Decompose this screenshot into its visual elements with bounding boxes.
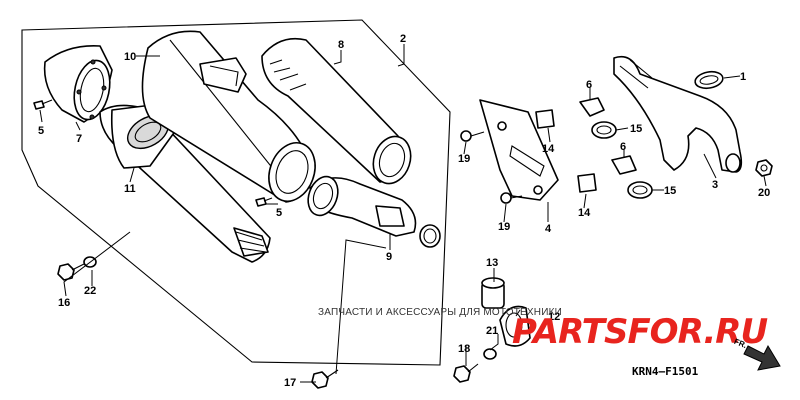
label-part-4: 4 — [545, 223, 552, 235]
part-16-bolt[interactable] — [57, 263, 85, 281]
part-18-bolt[interactable] — [453, 363, 479, 383]
label-part-22: 22 — [84, 285, 96, 297]
label-part-6a: 6 — [586, 79, 592, 91]
label-part-12: 12 — [548, 311, 560, 323]
leader-lines — [39, 44, 767, 383]
part-13-gasket[interactable] — [481, 277, 505, 309]
label-part-1: 1 — [740, 71, 746, 83]
label-part-19a: 19 — [458, 153, 470, 165]
part-19-bolt-lower[interactable] — [500, 192, 523, 204]
part-14-collar-upper[interactable] — [535, 109, 555, 129]
part-15-clamp-lower[interactable] — [627, 181, 653, 199]
part-7-end-cap[interactable] — [43, 45, 115, 123]
label-part-5b: 5 — [276, 207, 282, 219]
part-15-clamp-upper[interactable] — [591, 121, 617, 139]
part-6-bracket-upper[interactable] — [579, 97, 605, 117]
watermark-tagline: ЗАПЧАСТИ И АКСЕССУАРЫ ДЛЯ МОТОТЕХНИКИ — [318, 307, 563, 318]
part-6-bracket-lower[interactable] — [611, 155, 637, 175]
part-14-collar-lower[interactable] — [577, 173, 597, 193]
label-part-21: 21 — [486, 325, 498, 337]
part-4-heat-shield[interactable] — [479, 99, 559, 201]
part-12-band[interactable] — [499, 305, 531, 347]
label-part-9: 9 — [386, 251, 392, 263]
label-part-18: 18 — [458, 343, 470, 355]
part-5-bolt-lower[interactable] — [255, 197, 273, 207]
part-3-header-pipe[interactable] — [613, 55, 743, 173]
label-part-2: 2 — [400, 33, 406, 45]
label-part-5a: 5 — [38, 125, 44, 137]
label-part-20: 20 — [758, 187, 770, 199]
part-20-nut[interactable] — [755, 159, 773, 177]
part-5-bolt-upper[interactable] — [33, 99, 53, 110]
label-part-14b: 14 — [578, 207, 591, 219]
label-part-15a: 15 — [630, 123, 642, 135]
label-part-11: 11 — [124, 183, 136, 195]
part-10-muffler-body[interactable] — [141, 30, 322, 207]
front-arrow-icon — [743, 344, 781, 371]
part-9-joint-pipe[interactable] — [303, 172, 441, 248]
part-19-bolt-upper[interactable] — [460, 130, 485, 142]
label-part-16: 16 — [58, 297, 70, 309]
label-part-17: 17 — [284, 377, 296, 389]
watermark-logo: PARTSFOR.RU — [512, 312, 768, 352]
label-part-3: 3 — [712, 179, 718, 191]
label-part-8: 8 — [338, 39, 344, 51]
label-part-10: 10 — [124, 51, 136, 63]
label-part-19b: 19 — [498, 221, 510, 233]
part-21-washer[interactable] — [483, 348, 497, 360]
label-part-7: 7 — [76, 133, 82, 145]
label-part-15b: 15 — [664, 185, 676, 197]
diagram-code: KRN4–F1501 — [632, 365, 699, 378]
part-1-gasket[interactable] — [694, 70, 724, 91]
assembly-frame-2 — [21, 19, 451, 366]
label-part-6b: 6 — [620, 141, 626, 153]
label-part-13: 13 — [486, 257, 498, 269]
label-part-14a: 14 — [542, 143, 555, 155]
part-17-bolt[interactable] — [311, 369, 339, 389]
part-8-muffler-shell[interactable] — [261, 37, 417, 189]
